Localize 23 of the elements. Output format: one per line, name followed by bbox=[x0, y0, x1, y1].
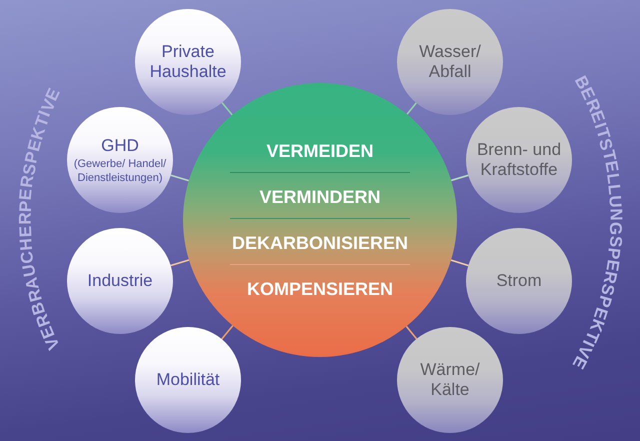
strategy-label: KOMPENSIEREN bbox=[246, 278, 394, 300]
node-sublabel: (Gewerbe/ Handel/ Dienstleistungen) bbox=[72, 156, 168, 184]
connector-line bbox=[406, 326, 418, 340]
node-label: Industrie bbox=[87, 271, 153, 291]
connector-line bbox=[450, 174, 468, 182]
node-label: Private Haushalte bbox=[148, 42, 228, 82]
node-label: Mobilität bbox=[156, 370, 220, 390]
curved-label: BEREITSTELLUNGSPERSPEKTIVE bbox=[569, 72, 626, 373]
connector-line bbox=[170, 259, 190, 266]
connector-line bbox=[406, 102, 417, 115]
node-label: Wärme/ Kälte bbox=[419, 360, 481, 400]
strategy-label: VERMEIDEN bbox=[266, 140, 374, 162]
node-label: Wasser/ Abfall bbox=[418, 42, 482, 82]
connector-line bbox=[221, 325, 234, 340]
node-label: Brenn- und Kraftstoffe bbox=[476, 140, 562, 180]
strategy-label: DEKARBONISIEREN bbox=[232, 232, 408, 254]
connector-line bbox=[450, 259, 469, 266]
node-label: GHD bbox=[101, 136, 139, 156]
curved-label: VERBRAUCHERPERSPEKTIVE bbox=[15, 84, 64, 354]
connector-line bbox=[170, 174, 189, 182]
strategy-label: VERMINDERN bbox=[259, 186, 380, 208]
connector-line bbox=[221, 102, 233, 116]
node-label: Strom bbox=[496, 271, 542, 291]
